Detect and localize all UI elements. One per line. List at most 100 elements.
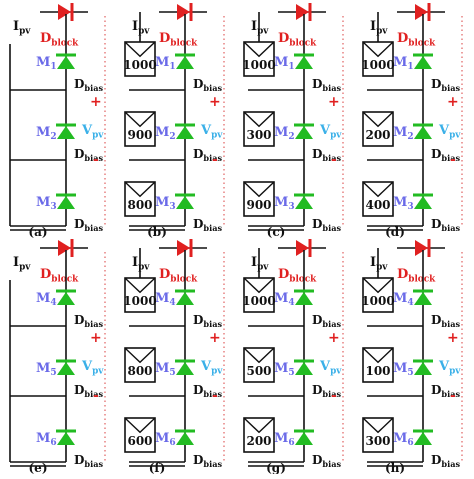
panel-8-pv-module-2-envelope-lines [362, 347, 394, 364]
panel-2-module-label-2: M2 [155, 125, 176, 142]
panel-3-minus-sign: - [331, 152, 337, 168]
panel-2-dbias-label-3: Dbias [193, 217, 222, 233]
panel-5-module-label-2: M5 [36, 361, 57, 378]
panel-6-dblock-label: Dblock [159, 267, 198, 284]
panel-2-bypass-diode-3-body [176, 196, 194, 209]
panel-8-minus-sign: - [450, 388, 456, 404]
panel-8-module-label-2: M5 [393, 361, 414, 378]
panel-2-bypass-diode-2-body [176, 126, 194, 139]
panel-6-module-label-3: M6 [155, 431, 176, 448]
panel-2-blocking-diode-body [177, 4, 190, 20]
panel-6-ipv-label: Ipv [132, 255, 150, 272]
panel-1-module-label-3: M3 [36, 195, 57, 212]
panel-3-pv-module-1-irradiance-label: 1000 [242, 58, 275, 72]
panel-1-module-label-1: M1 [36, 55, 57, 72]
panel-2-pv-module-3-irradiance-label: 800 [127, 198, 152, 212]
panel-5-dbias-label-1: Dbias [74, 313, 103, 329]
panel-8-pv-module-1-envelope-lines [362, 277, 394, 294]
panel-8-dblock-label: Dblock [397, 267, 436, 284]
panel-4-pv-module-1-irradiance-label: 1000 [361, 58, 394, 72]
panel-1-bypass-diode-3-body [57, 196, 75, 209]
panel-7-bypass-diode-2-body [295, 362, 313, 375]
panel-6-pv-module-3-irradiance-label: 600 [127, 434, 152, 448]
panel-7-pv-module-1-irradiance-label: 1000 [242, 294, 275, 308]
panel-4-bypass-diode-2-body [414, 126, 432, 139]
panel-1-minus-sign: - [93, 152, 99, 168]
panel-5-module-label-1: M4 [36, 291, 57, 308]
panel-3-pv-module-2-envelope-lines [243, 111, 275, 128]
panel-3-dbias-label-1: Dbias [312, 77, 341, 93]
panel-8-module-label-3: M6 [393, 431, 414, 448]
panel-5-caption: (e) [29, 461, 48, 474]
panel-2-caption: (b) [147, 225, 167, 239]
panel-3-plus-sign: + [328, 94, 340, 110]
panel-1-plus-sign: + [90, 94, 102, 110]
panel-5-dblock-label: Dblock [40, 267, 79, 284]
panel-4-pv-module-2-envelope-lines [362, 111, 394, 128]
panel-6-pv-module-1-envelope-lines [124, 277, 156, 294]
panel-5-dbias-label-2: Dbias [74, 383, 103, 399]
panel-7-dbias-label-1: Dbias [312, 313, 341, 329]
panel-8-pv-module-3-envelope-lines [362, 417, 394, 434]
panel-3-vpv-label: Vpv [319, 123, 342, 140]
panel-6-caption: (f) [149, 461, 166, 474]
panel-7-dblock-label: Dblock [278, 267, 317, 284]
panel-4-ipv-label: Ipv [370, 19, 388, 36]
panel-6-plus-sign: + [209, 330, 221, 346]
panel-4-blocking-diode-body [415, 4, 428, 20]
panel-1-caption: (a) [28, 225, 47, 239]
panel-4-module-label-3: M3 [393, 195, 414, 212]
panel-5-vpv-label: Vpv [81, 359, 104, 376]
panel-2-ipv-label: Ipv [132, 19, 150, 36]
panel-7-pv-module-2-irradiance-label: 500 [246, 364, 271, 378]
panel-2-module-label-1: M1 [155, 55, 176, 72]
panel-2-pv-module-2-irradiance-label: 900 [127, 128, 152, 142]
panel-8-pv-module-1-irradiance-label: 1000 [361, 294, 394, 308]
panel-7-dbias-label-2: Dbias [312, 383, 341, 399]
panel-8-pv-module-3-irradiance-label: 300 [365, 434, 390, 448]
panel-5-ipv-label: Ipv [13, 255, 31, 272]
panel-2-pv-module-3-envelope-lines [124, 181, 156, 198]
panel-8-module-label-1: M4 [393, 291, 414, 308]
panel-6-bypass-diode-2-body [176, 362, 194, 375]
panel-8-dbias-label-3: Dbias [431, 453, 460, 469]
panel-3-pv-module-3-envelope-lines [243, 181, 275, 198]
panel-2-dblock-label: Dblock [159, 31, 198, 48]
panel-4-vpv-label: Vpv [438, 123, 461, 140]
panel-5-bypass-diode-1-body [57, 292, 75, 305]
panel-6-pv-module-2-envelope-lines [124, 347, 156, 364]
panel-7-plus-sign: + [328, 330, 340, 346]
panel-1-dbias-label-1: Dbias [74, 77, 103, 93]
panel-6-minus-sign: - [212, 388, 218, 404]
panel-5-bypass-diode-3-body [57, 432, 75, 445]
panel-3-bypass-diode-3-body [295, 196, 313, 209]
panel-4-module-label-1: M1 [393, 55, 414, 72]
panel-8-pv-module-2-irradiance-label: 100 [365, 364, 390, 378]
panel-6-pv-module-1-irradiance-label: 1000 [123, 294, 156, 308]
panel-5-plus-sign: + [90, 330, 102, 346]
panel-3-pv-module-2-irradiance-label: 300 [246, 128, 271, 142]
panel-3-bypass-diode-2-body [295, 126, 313, 139]
panel-5-dbias-label-3: Dbias [74, 453, 103, 469]
panel-8-caption: (h) [385, 461, 405, 474]
panel-7-blocking-diode-body [296, 240, 309, 256]
panel-3-caption: (c) [267, 225, 286, 239]
panel-2-dbias-label-2: Dbias [193, 147, 222, 163]
panel-8-blocking-diode-body [415, 240, 428, 256]
panel-7-module-label-1: M4 [274, 291, 295, 308]
panel-3-pv-module-1-envelope-lines [243, 41, 275, 58]
panel-6-pv-module-3-envelope-lines [124, 417, 156, 434]
panel-7-pv-module-1-envelope-lines [243, 277, 275, 294]
panel-1-bypass-diode-2-body [57, 126, 75, 139]
panel-7-ipv-label: Ipv [251, 255, 269, 272]
panel-8-bypass-diode-1-body [414, 292, 432, 305]
panel-2-vpv-label: Vpv [200, 123, 223, 140]
panel-3-module-label-3: M3 [274, 195, 295, 212]
panel-6-module-label-2: M5 [155, 361, 176, 378]
panel-4-dbias-label-1: Dbias [431, 77, 460, 93]
panel-7-bypass-diode-3-body [295, 432, 313, 445]
panel-8-bypass-diode-3-body [414, 432, 432, 445]
panel-2-dbias-label-1: Dbias [193, 77, 222, 93]
